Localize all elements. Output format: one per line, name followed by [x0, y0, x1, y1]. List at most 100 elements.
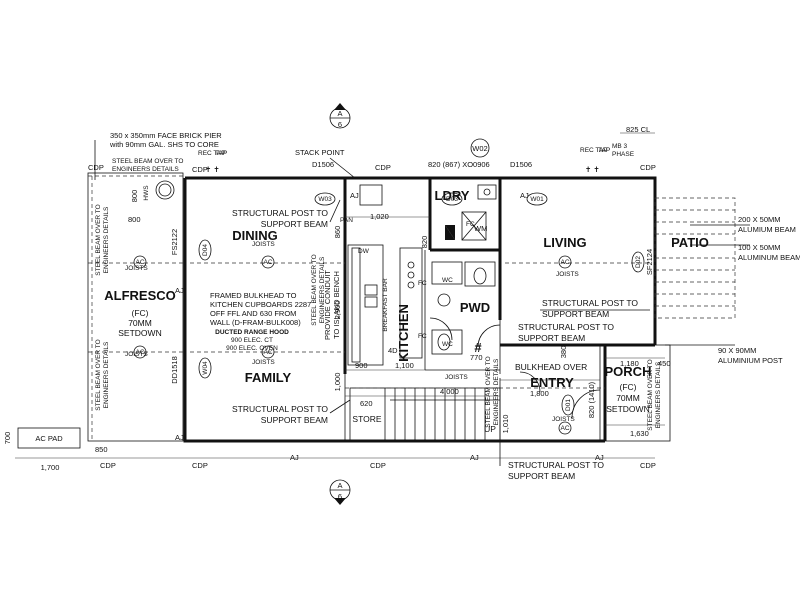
svg-text:AC: AC	[135, 259, 144, 266]
svg-text:DUCTED RANGE HOOD: DUCTED RANGE HOOD	[215, 329, 289, 336]
svg-text:CDP: CDP	[192, 461, 208, 470]
tag-d01: D01	[561, 394, 575, 416]
note-breakfast-bar: BREAKFAST BAR	[382, 278, 389, 332]
dim-1000: 1,000	[333, 373, 342, 392]
beam-lines	[88, 262, 650, 389]
svg-text:D02: D02	[635, 256, 642, 268]
svg-text:CDP: CDP	[192, 165, 208, 174]
svg-text:STRUCTURAL POST TO: STRUCTURAL POST TO	[508, 460, 604, 470]
svg-text:(FC): (FC)	[620, 382, 637, 392]
note-steel-beam-entry: STEEL BEAM OVER TO ENGINEERS DETAILS	[485, 356, 500, 427]
note-struct-post-family: STRUCTURAL POST TO SUPPORT BEAM	[232, 404, 328, 425]
svg-text:AJ: AJ	[520, 191, 529, 200]
svg-text:STEEL BEAM OVER TO: STEEL BEAM OVER TO	[112, 158, 183, 165]
svg-text:6: 6	[338, 120, 342, 129]
svg-text:KITCHEN CUPBOARDS 2287: KITCHEN CUPBOARDS 2287	[210, 300, 311, 309]
svg-text:AJ: AJ	[595, 453, 604, 462]
svg-text:D03: D03	[446, 196, 458, 203]
tag-d03: D03	[441, 192, 463, 206]
svg-text:AJ: AJ	[470, 453, 479, 462]
note-alfresco-setdown: (FC) 70MM SETDOWN	[118, 308, 161, 338]
joists-dining: JOISTS	[252, 241, 275, 248]
svg-text:AC: AC	[560, 425, 569, 432]
tag-d02: D02	[631, 251, 645, 273]
dim-2900: 2,900	[333, 301, 342, 320]
tag-w04: W04	[198, 357, 212, 379]
svg-text:SETDOWN: SETDOWN	[606, 404, 649, 414]
room-label-living: LIVING	[543, 235, 586, 250]
svg-text:ENGINEERS DETAILS: ENGINEERS DETAILS	[112, 166, 179, 173]
svg-text:OFF FFL AND 630 FROM: OFF FFL AND 630 FROM	[210, 309, 296, 318]
note-dw: DW	[358, 248, 370, 255]
room-label-entry: ENTRY	[530, 375, 574, 390]
leader-lines	[94, 140, 750, 466]
kitchen-fixtures	[155, 180, 497, 366]
room-label-kitchen: KITCHEN	[396, 304, 411, 362]
joists-living: JOISTS	[556, 271, 579, 278]
svg-text:STRUCTURAL POST TO: STRUCTURAL POST TO	[518, 322, 614, 332]
note-steel-beam-top: STEEL BEAM OVER TO ENGINEERS DETAILS	[112, 158, 183, 173]
svg-text:ALUMINUM BEAM: ALUMINUM BEAM	[738, 253, 800, 262]
svg-text:70MM: 70MM	[128, 318, 152, 328]
svg-text:ENGINEERS DETAILS: ENGINEERS DETAILS	[493, 358, 500, 425]
svg-text:W03: W03	[318, 196, 332, 203]
svg-text:AC PAD: AC PAD	[35, 434, 63, 443]
joists-kitchen: JOISTS	[445, 374, 468, 381]
dim-1800: 1,800	[530, 389, 549, 398]
door-swings	[429, 225, 601, 419]
svg-text:SUPPORT BEAM: SUPPORT BEAM	[518, 333, 585, 343]
joists-family: JOISTS	[252, 359, 275, 366]
note-struct-post-bottom: STRUCTURAL POST TO SUPPORT BEAM	[508, 460, 604, 481]
dim-4000: 4,000	[440, 387, 459, 396]
svg-text:90 X 90MM: 90 X 90MM	[718, 346, 756, 355]
svg-text:AC: AC	[263, 259, 272, 266]
svg-text:350 x 350mm FACE BRICK PIER: 350 x 350mm FACE BRICK PIER	[110, 131, 222, 140]
svg-text:D01: D01	[565, 399, 572, 411]
svg-text:STEEL BEAM OVER TO: STEEL BEAM OVER TO	[95, 204, 102, 275]
dim-850: 850	[95, 445, 108, 454]
section-marker-w02: W02	[470, 138, 490, 158]
svg-text:STEEL BEAM OVER TO: STEEL BEAM OVER TO	[485, 356, 492, 427]
svg-text:UP: UP	[484, 424, 496, 434]
svg-text:A: A	[337, 109, 342, 118]
svg-text:900 ELEC. OVEN: 900 ELEC. OVEN	[226, 345, 278, 352]
svg-text:ENGINEERS DETAILS: ENGINEERS DETAILS	[103, 341, 110, 408]
note-fc-ldry: FC	[466, 221, 475, 228]
note-stack-point: STACK POINT	[295, 148, 345, 157]
svg-text:SUPPORT BEAM: SUPPORT BEAM	[508, 471, 575, 481]
svg-text:PROVIDE CONDUIT: PROVIDE CONDUIT	[323, 270, 332, 340]
room-label-porch: PORCH	[605, 364, 652, 379]
ac-marker-dining: AC	[261, 255, 275, 269]
svg-text:ALUMINIUM POST: ALUMINIUM POST	[718, 356, 783, 365]
section-marker-top: A 6	[329, 103, 351, 129]
dim-4d: 4D	[388, 346, 398, 355]
tag-sf2124: SF2124	[645, 249, 654, 275]
dim-1010: 1,010	[501, 415, 510, 434]
room-label-alfresco: ALFRESCO	[104, 288, 176, 303]
stair: UP	[390, 388, 500, 441]
svg-text:REC TAP: REC TAP	[580, 147, 608, 154]
svg-text:(FC): (FC)	[132, 308, 149, 318]
note-hash: #	[474, 340, 482, 355]
room-label-ldry: LDRY	[435, 188, 470, 203]
note-conduit: PROVIDE CONDUIT TO ISLAND BENCH	[323, 270, 341, 340]
note-struct-post-pwd: STRUCTURAL POST TO SUPPORT BEAM	[518, 322, 614, 343]
svg-text:W02: W02	[472, 144, 487, 153]
room-label-patio: PATIO	[671, 235, 709, 250]
svg-text:STEEL BEAM OVER TO: STEEL BEAM OVER TO	[95, 339, 102, 410]
svg-text:6: 6	[338, 492, 342, 501]
note-alum-post: 90 X 90MM ALUMINIUM POST	[718, 346, 783, 365]
svg-text:PHASE: PHASE	[612, 151, 635, 158]
aj-labels: AJ AJ AJ AJ AJ AJ AJ	[175, 191, 604, 462]
svg-text:CDP: CDP	[640, 163, 656, 172]
joists-alfresco-1: JOISTS	[125, 265, 148, 272]
room-label-family: FAMILY	[245, 370, 292, 385]
dim-900: 900	[355, 361, 368, 370]
svg-text:CDP: CDP	[640, 461, 656, 470]
svg-text:AJ: AJ	[350, 191, 359, 200]
dim-450: 450	[658, 359, 671, 368]
svg-text:STEEL BEAM OVER TO: STEEL BEAM OVER TO	[647, 359, 654, 430]
svg-text:SUPPORT BEAM: SUPPORT BEAM	[542, 309, 609, 319]
dim-1630: 1,630	[630, 429, 649, 438]
svg-text:AC: AC	[135, 349, 144, 356]
